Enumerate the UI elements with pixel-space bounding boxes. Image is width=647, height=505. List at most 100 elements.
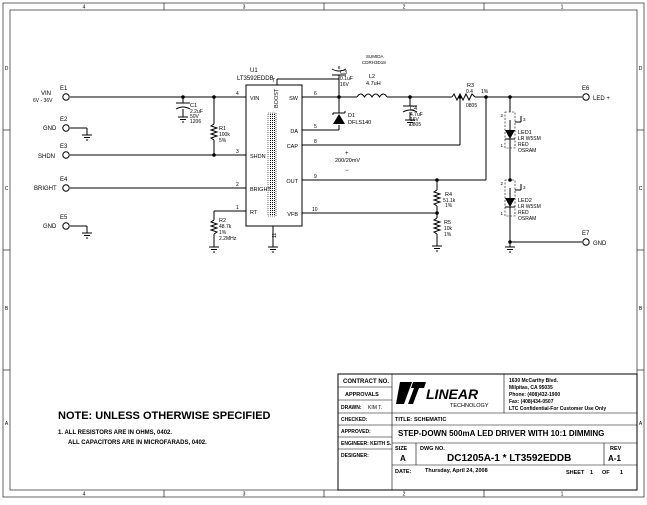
tb-sheet-label: SHEET <box>566 470 585 476</box>
part-ref: R4 <box>445 192 452 198</box>
tb-size: A <box>400 454 406 463</box>
tb-address: Fax: (408)434-0507 <box>509 399 554 405</box>
tb-address: Phone: (408)432-1900 <box>509 392 560 398</box>
part-value: 1206 <box>190 119 201 125</box>
terminal-e2[interactable]: E2 GND <box>43 117 70 132</box>
note-heading: NOTE: UNLESS OTHERWISE SPECIFIED <box>58 410 271 422</box>
pin-out-name: OUT <box>286 179 298 185</box>
led-pin: 2 <box>500 181 503 186</box>
ic-u1: U1 LT3592EDDB VIN SHDN BRIGHT RT SW DA C… <box>236 68 318 238</box>
pin-shdn-num: 3 <box>236 149 239 155</box>
part-ref: D1 <box>348 113 355 119</box>
tb-checked-label: CHECKED: <box>341 417 368 423</box>
part-ref: C1 <box>190 103 197 109</box>
resistor-r3: R3 0.4 1% 0805 <box>451 83 489 109</box>
ground-icon <box>209 246 219 253</box>
tb-address: 1630 McCarthy Blvd. <box>509 378 559 384</box>
tb-size-label: SIZE <box>395 446 408 452</box>
ground-icon <box>82 134 92 141</box>
border-row-label: B <box>5 306 9 312</box>
ground-icon <box>268 246 278 253</box>
led2: 2 3 1 LED2 LR W5SM RED OSRAM <box>500 179 541 222</box>
part-ref: C4 <box>410 106 417 112</box>
part-ref: LED1 <box>518 130 532 136</box>
sense-annotation: + 200/20mV − <box>335 151 360 174</box>
sense-label: 200/20mV <box>335 158 360 164</box>
part-tol: 1% <box>481 89 489 95</box>
pin-bright-name: BRIGHT <box>250 187 271 193</box>
part-value: RED <box>518 210 529 216</box>
title-block: CONTRACT NO. APPROVALS DRAWN: KIM T. CHE… <box>337 373 638 491</box>
tb-rev: A-1 <box>608 454 621 463</box>
tb-title-value: SCHEMATIC <box>414 417 446 423</box>
terminal-e1[interactable]: E1 VIN 6V - 36V <box>33 86 70 104</box>
terminal-e3[interactable]: E3 SHDN <box>38 144 70 160</box>
terminal-ref: E6 <box>582 86 590 92</box>
led1: 2 3 1 LED1 LR W5SM RED OSRAM <box>500 111 541 154</box>
ic-ref: U1 <box>250 68 258 74</box>
ground-icon <box>82 232 92 239</box>
ground-symbols <box>82 116 515 253</box>
tb-engineer-label: ENGINEER: KEITH S. <box>341 441 392 447</box>
part-value: 0805 <box>410 122 421 128</box>
terminal-e6[interactable]: E6 LED + <box>582 86 610 102</box>
notes: NOTE: UNLESS OTHERWISE SPECIFIED 1. ALL … <box>58 410 271 446</box>
terminal-net: VIN <box>41 91 51 97</box>
led-pin: 2 <box>500 113 503 118</box>
pin-vin-num: 4 <box>236 91 239 97</box>
led-pin: 1 <box>500 211 503 216</box>
terminal-e7[interactable]: E7 GND <box>582 231 607 247</box>
border-col-label: 2 <box>403 492 406 498</box>
terminal-net: GND <box>43 126 57 132</box>
part-value: 48.7k <box>219 224 232 230</box>
pin-vfb-name: VFB <box>287 212 298 218</box>
part-ref: R5 <box>444 220 451 226</box>
pin-sw-num: 6 <box>314 91 317 97</box>
tb-approved-label: APPROVED: <box>341 429 371 435</box>
part-value: 16V <box>410 117 420 123</box>
terminal-e5[interactable]: E5 GND <box>43 215 70 230</box>
led-pin: 3 <box>523 117 526 122</box>
resistor-r2: R2 48.7k 1% 2.2MHz <box>209 218 237 242</box>
border-row-label: A <box>639 421 643 427</box>
border-col-label: 3 <box>243 5 246 11</box>
tb-title-label: TITLE: <box>395 417 412 423</box>
pin-bright-num: 2 <box>236 182 239 188</box>
part-value: 16V <box>340 82 350 88</box>
border-row-label: C <box>639 186 643 192</box>
part-ref: R3 <box>467 83 474 89</box>
pin-boost-num: 7 <box>272 78 275 84</box>
sense-plus: + <box>345 151 349 157</box>
tb-approvals-label: APPROVALS <box>345 392 379 398</box>
wires <box>70 66 582 247</box>
tb-dwg: DC1205A-1 * LT3592EDDB <box>447 453 571 464</box>
part-ref: C3 <box>340 70 347 76</box>
resistor-r4: R4 51.1k 1% <box>432 189 456 209</box>
led-pin: 1 <box>500 143 503 148</box>
part-ref: L2 <box>369 74 375 80</box>
part-ref: R2 <box>219 218 226 224</box>
inductor-l2: SUMIDA CDRH3D18 L2 4.7uH <box>356 54 388 98</box>
diode-d1: D1 DFLS140 <box>332 111 371 126</box>
part-value: 4.7uH <box>366 81 381 87</box>
border-col-label: 4 <box>83 492 86 498</box>
pin-da-name: DA <box>290 129 298 135</box>
pin-out-num: 9 <box>314 174 317 180</box>
part-pkg: 0805 <box>466 103 477 109</box>
terminal-e4[interactable]: E4 BRIGHT <box>34 177 70 192</box>
tb-title-main: STEP-DOWN 500mA LED DRIVER WITH 10:1 DIM… <box>398 429 604 438</box>
tb-rev-label: REV <box>610 446 622 452</box>
pin-cap-num: 8 <box>314 139 317 145</box>
part-mfr: SUMIDA <box>366 54 384 59</box>
part-pn: CDRH3D18 <box>362 60 386 65</box>
capacitor-c4: C4 4.7uF 16V 0805 <box>402 105 423 128</box>
tb-date-label: DATE: <box>395 469 412 475</box>
pin-cap-name: CAP <box>287 144 299 150</box>
border-col-label: 4 <box>83 5 86 11</box>
part-value: 2.2MHz <box>219 236 237 242</box>
part-value: 1% <box>445 203 453 209</box>
terminal-net: GND <box>593 241 607 247</box>
terminal-net: LED + <box>593 96 610 102</box>
part-value: LR W5SM <box>518 204 541 210</box>
tb-contract-label: CONTRACT NO. <box>343 379 389 385</box>
